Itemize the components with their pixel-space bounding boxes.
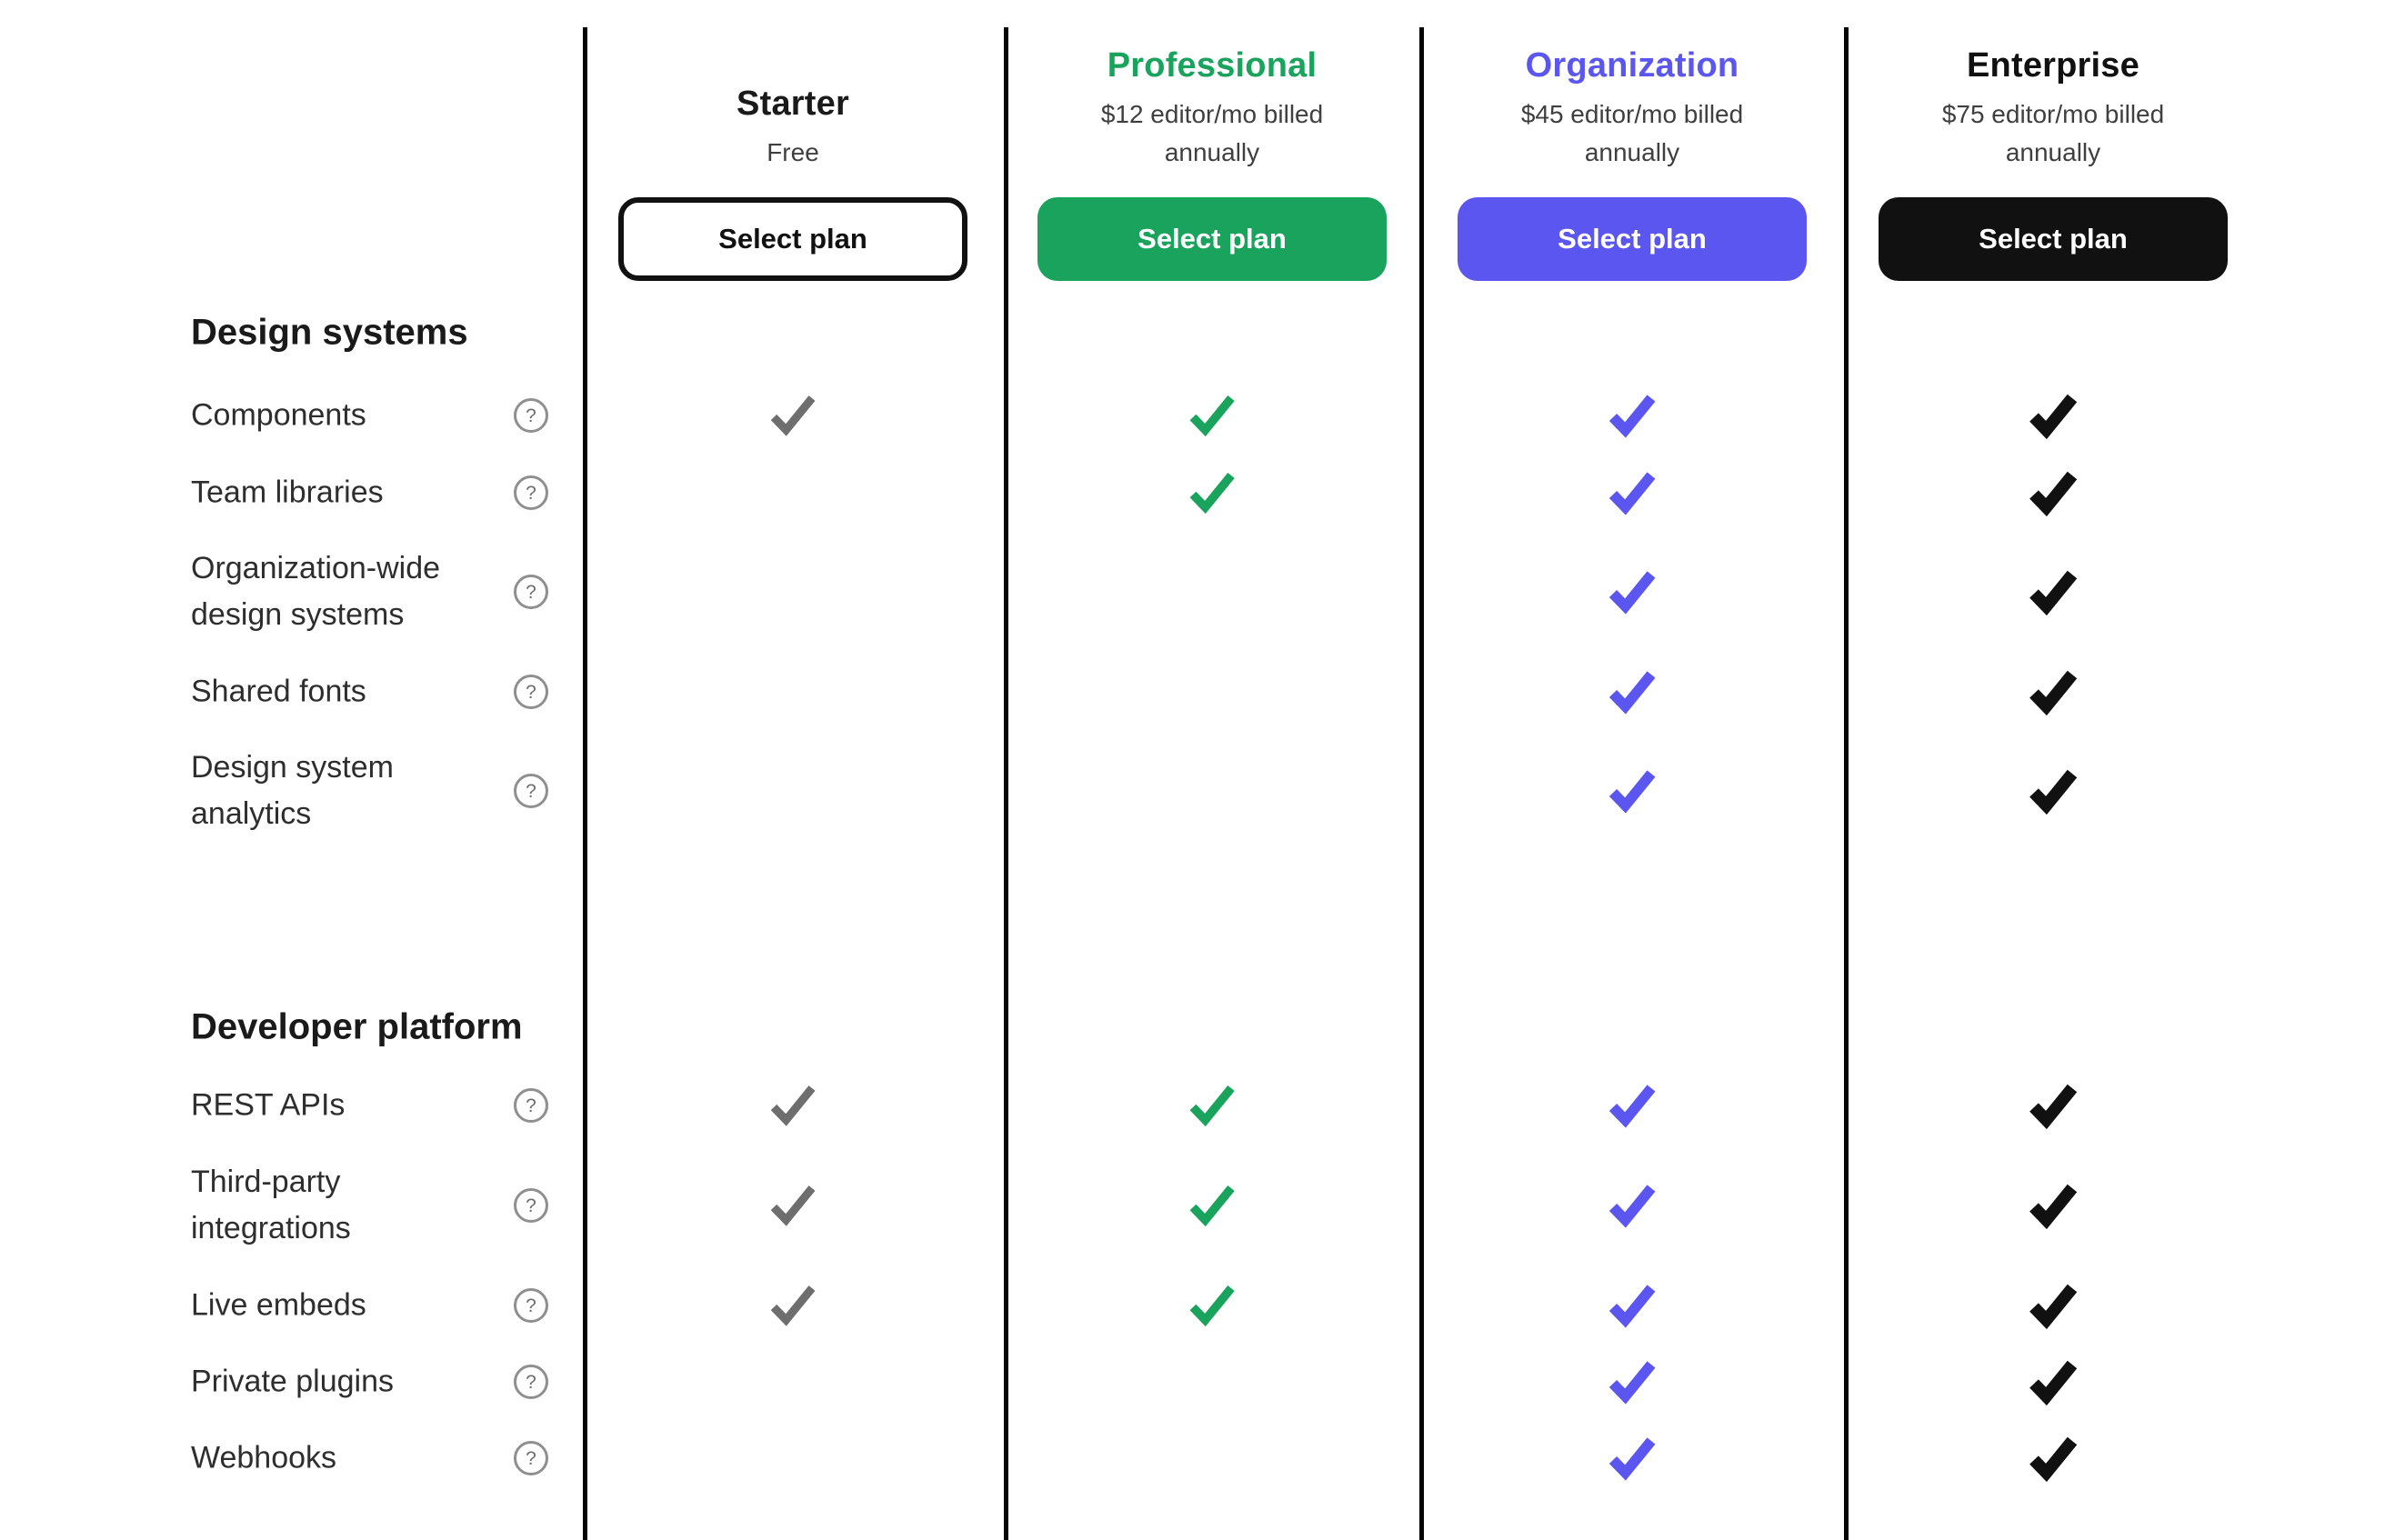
check-icon xyxy=(2028,467,2079,518)
question-mark-glyph: ? xyxy=(526,681,536,703)
question-mark-glyph: ? xyxy=(526,405,536,426)
check-icon xyxy=(1607,390,1658,441)
column-divider xyxy=(583,27,587,1540)
section-heading-developer-platform: Developer platform xyxy=(191,1006,523,1047)
question-mark-glyph: ? xyxy=(526,482,536,504)
help-icon[interactable]: ? xyxy=(514,1088,548,1123)
help-icon[interactable]: ? xyxy=(514,1188,548,1223)
check-icon xyxy=(1607,1080,1658,1131)
column-divider xyxy=(1844,27,1849,1540)
select-plan-button-enterprise[interactable]: Select plan xyxy=(1879,197,2228,281)
section-heading-design-systems: Design systems xyxy=(191,312,468,353)
help-icon[interactable]: ? xyxy=(514,1441,548,1475)
select-plan-button-organization[interactable]: Select plan xyxy=(1458,197,1807,281)
check-icon xyxy=(2028,1080,2079,1131)
check-icon xyxy=(1607,1356,1658,1407)
help-icon[interactable]: ? xyxy=(514,675,548,709)
check-icon xyxy=(2028,765,2079,816)
feature-label: Team libraries xyxy=(191,475,384,510)
help-icon[interactable]: ? xyxy=(514,1365,548,1399)
check-icon xyxy=(1187,467,1238,518)
column-divider xyxy=(1419,27,1424,1540)
check-icon xyxy=(767,1080,818,1131)
check-icon xyxy=(1607,566,1658,617)
help-icon[interactable]: ? xyxy=(514,398,548,433)
feature-label: Components xyxy=(191,397,366,433)
select-plan-button-professional[interactable]: Select plan xyxy=(1037,197,1387,281)
check-icon xyxy=(2028,1280,2079,1331)
help-icon[interactable]: ? xyxy=(514,575,548,609)
check-icon xyxy=(1187,1280,1238,1331)
question-mark-glyph: ? xyxy=(526,581,536,603)
check-icon xyxy=(767,390,818,441)
check-icon xyxy=(2028,1180,2079,1231)
check-icon xyxy=(2028,566,2079,617)
feature-label: Third-party integrations xyxy=(191,1165,351,1245)
check-icon xyxy=(2028,666,2079,717)
question-mark-glyph: ? xyxy=(526,1371,536,1393)
check-icon xyxy=(1187,390,1238,441)
plan-header-organization: Organization $45 editor/mo billed annuall… xyxy=(1432,25,1832,171)
check-icon xyxy=(1187,1080,1238,1131)
check-icon xyxy=(1607,1180,1658,1231)
plan-price: $45 editor/mo billed annually xyxy=(1520,100,1744,166)
plan-name: Starter xyxy=(737,84,849,123)
question-mark-glyph: ? xyxy=(526,1095,536,1116)
feature-label: Private plugins xyxy=(191,1364,395,1399)
check-icon xyxy=(1607,1280,1658,1331)
feature-label: Shared fonts xyxy=(191,674,366,709)
feature-label: Organization-wide design systems xyxy=(191,551,441,632)
check-icon xyxy=(1607,1433,1658,1484)
column-divider xyxy=(1004,27,1008,1540)
check-icon xyxy=(1187,1180,1238,1231)
check-icon xyxy=(2028,390,2079,441)
plan-price: $75 editor/mo billed annually xyxy=(1941,100,2165,166)
feature-label: REST APIs xyxy=(191,1087,346,1123)
help-icon[interactable]: ? xyxy=(514,1288,548,1323)
feature-label: Webhooks xyxy=(191,1440,337,1475)
help-icon[interactable]: ? xyxy=(514,475,548,510)
check-icon xyxy=(2028,1433,2079,1484)
plan-name: Enterprise xyxy=(1967,46,2139,85)
check-icon xyxy=(1607,666,1658,717)
plan-price: Free xyxy=(767,137,819,166)
plan-name: Organization xyxy=(1525,46,1739,85)
help-icon[interactable]: ? xyxy=(514,774,548,808)
plan-header-professional: Professional $12 editor/mo billed annuall… xyxy=(1012,25,1412,171)
check-icon xyxy=(767,1180,818,1231)
check-icon xyxy=(1607,467,1658,518)
check-icon xyxy=(767,1280,818,1331)
check-icon xyxy=(2028,1356,2079,1407)
question-mark-glyph: ? xyxy=(526,780,536,802)
question-mark-glyph: ? xyxy=(526,1447,536,1469)
plan-price: $12 editor/mo billed annually xyxy=(1100,100,1324,166)
feature-label: Live embeds xyxy=(191,1287,366,1323)
feature-label: Design system analytics xyxy=(191,750,394,831)
plan-name: Professional xyxy=(1107,46,1318,85)
question-mark-glyph: ? xyxy=(526,1295,536,1316)
plan-header-enterprise: Enterprise $75 editor/mo billed annually xyxy=(1853,25,2253,171)
select-plan-button-starter[interactable]: Select plan xyxy=(618,197,967,281)
check-icon xyxy=(1607,765,1658,816)
question-mark-glyph: ? xyxy=(526,1195,536,1216)
